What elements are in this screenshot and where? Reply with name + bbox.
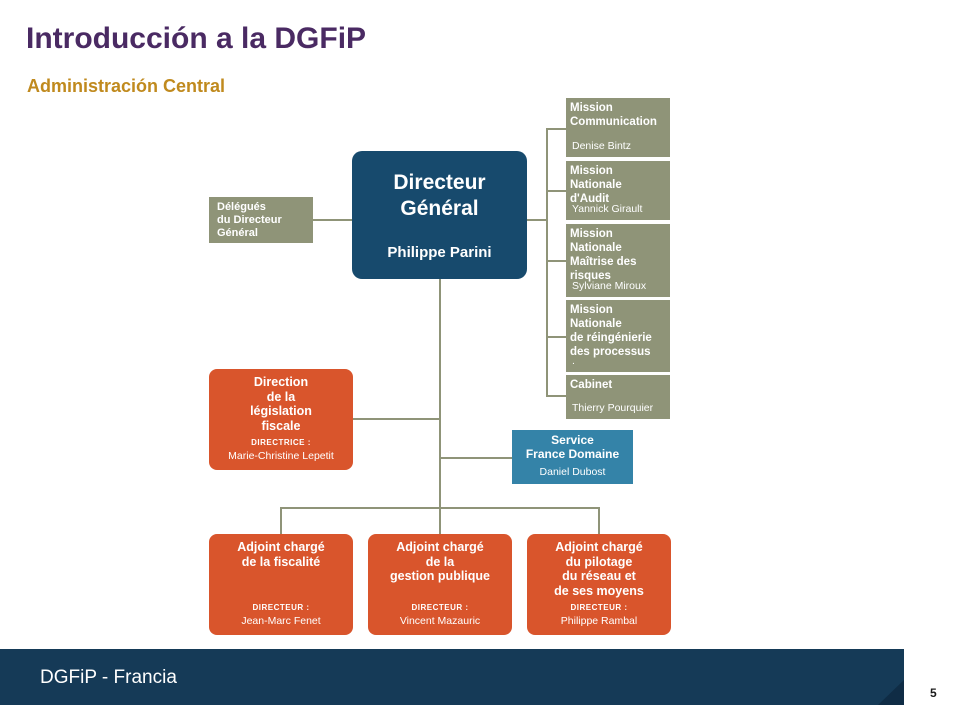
directeur-general-box: Directeur Général Philippe Parini xyxy=(352,151,527,279)
mission-name-line1: Mission xyxy=(570,102,613,114)
service-domaine-line1: Service xyxy=(551,433,594,447)
connector-mission-4 xyxy=(546,336,566,338)
adjoint-person: Philippe Rambal xyxy=(560,615,638,627)
adjoint-name: Adjoint chargé du pilotage du réseau et … xyxy=(527,534,671,598)
adjoint-line3: du réseau et xyxy=(562,569,636,583)
mission-name-line2: Maîtrise des xyxy=(570,256,637,268)
delegues-line1: Délégués xyxy=(217,201,266,213)
directeur-general-title-line2: Général xyxy=(400,196,479,220)
mission-box: Mission Nationale d'Audit Yannick Giraul… xyxy=(566,161,670,220)
mission-person: Yannick Girault xyxy=(572,203,643,215)
adjoint-person: Jean-Marc Fenet xyxy=(241,615,321,627)
legislation-line4: fiscale xyxy=(261,418,301,433)
legislation-box: Direction de la législation fiscale DIRE… xyxy=(209,369,353,470)
adjoint-role: DIRECTEUR : xyxy=(411,603,469,612)
connector-adjoint-3 xyxy=(598,507,600,534)
adjoint-role: DIRECTEUR : xyxy=(570,603,628,612)
footer-bar xyxy=(0,649,904,705)
mission-name-line1: Mission Nationale xyxy=(570,304,622,330)
mission-name-line2: Communication xyxy=(570,116,657,128)
adjoint-line1: Adjoint chargé xyxy=(396,540,484,554)
connector-mission-2 xyxy=(546,190,566,192)
connector-mission-1 xyxy=(546,128,566,130)
connector-service-domaine xyxy=(440,457,512,459)
mission-person: Denise Bintz xyxy=(572,140,631,152)
directeur-general-name: Philippe Parini xyxy=(387,243,492,261)
footer-text: DGFiP - Francia xyxy=(40,667,177,688)
mission-name-line1: Mission Nationale xyxy=(570,165,622,191)
adjoint-line4: de ses moyens xyxy=(554,583,644,598)
delegues-line3: Général xyxy=(217,227,258,239)
mission-name-line3: des processus xyxy=(570,346,651,358)
adjoint-line2: de la fiscalité xyxy=(241,554,321,569)
page-number: 5 xyxy=(930,686,937,700)
mission-person: Sylviane Miroux xyxy=(572,280,647,292)
connector-dg-delegues xyxy=(313,219,353,221)
adjoint-name: Adjoint chargé de la fiscalité xyxy=(209,534,353,569)
adjoint-person: Vincent Mazauric xyxy=(399,615,481,627)
legislation-line3: législation xyxy=(250,404,312,418)
page-title: Introducción a la DGFiP xyxy=(26,22,367,55)
mission-name-line2: d'Audit xyxy=(570,193,610,205)
delegues-box: Délégués du Directeur Général xyxy=(209,197,313,243)
service-domaine-person: Daniel Dubost xyxy=(539,466,606,478)
connector-mission-3 xyxy=(546,260,566,262)
adjoint-line2: de la xyxy=(425,554,455,569)
adjoint-role: DIRECTEUR : xyxy=(252,603,310,612)
page-subtitle: Administración Central xyxy=(27,76,226,96)
mission-box: Mission Nationale de réingénierie des pr… xyxy=(566,300,670,372)
footer-corner-notch xyxy=(878,680,904,705)
service-domaine-name: Service France Domaine xyxy=(512,430,633,461)
mission-box: Mission Nationale Maîtrise des risques S… xyxy=(566,224,670,297)
mission-name-line2: de réingénierie xyxy=(570,332,652,344)
adjoint-name: Adjoint chargé de la gestion publique xyxy=(368,534,512,584)
adjoint-line1: Adjoint chargé xyxy=(555,540,643,554)
legislation-line2: de la xyxy=(266,389,296,404)
mission-name-line1: Mission Nationale xyxy=(570,228,622,254)
adjoint-box: Adjoint chargé de la gestion publique DI… xyxy=(368,534,512,635)
mission-name-line3: risques xyxy=(570,270,611,282)
delegues-line2: du Directeur xyxy=(217,214,282,226)
legislation-line1: Direction xyxy=(253,375,309,389)
connector-adjoint-2 xyxy=(439,507,441,534)
adjoint-box: Adjoint chargé du pilotage du réseau et … xyxy=(527,534,671,635)
legislation-role: DIRECTRICE : xyxy=(251,438,311,447)
connector-main-trunk xyxy=(439,279,441,508)
mission-box: Cabinet Thierry Pourquier xyxy=(566,375,670,419)
connector-mission-5 xyxy=(546,395,566,397)
directeur-general-title-line1: Directeur xyxy=(393,170,486,194)
service-domaine-box: Service France Domaine Daniel Dubost xyxy=(512,430,633,484)
connector-adjoint-1 xyxy=(280,507,282,534)
legislation-person: Marie-Christine Lepetit xyxy=(228,450,334,462)
connector-legislation xyxy=(352,418,440,420)
adjoint-line2: du pilotage xyxy=(565,554,633,569)
adjoint-box: Adjoint chargé de la fiscalité DIRECTEUR… xyxy=(209,534,353,635)
mission-name-line1: Cabinet xyxy=(570,379,613,391)
connector-dg-missions xyxy=(527,219,547,221)
mission-person: Thierry Pourquier xyxy=(572,402,654,414)
adjoint-line1: Adjoint chargé xyxy=(237,540,325,554)
service-domaine-line2: France Domaine xyxy=(525,447,620,461)
mission-person: . xyxy=(572,355,575,367)
adjoint-line3: gestion publique xyxy=(390,569,490,583)
legislation-name: Direction de la législation fiscale xyxy=(209,369,353,433)
mission-box: Mission Communication Denise Bintz xyxy=(566,98,670,157)
connector-missions-spine xyxy=(546,128,548,396)
